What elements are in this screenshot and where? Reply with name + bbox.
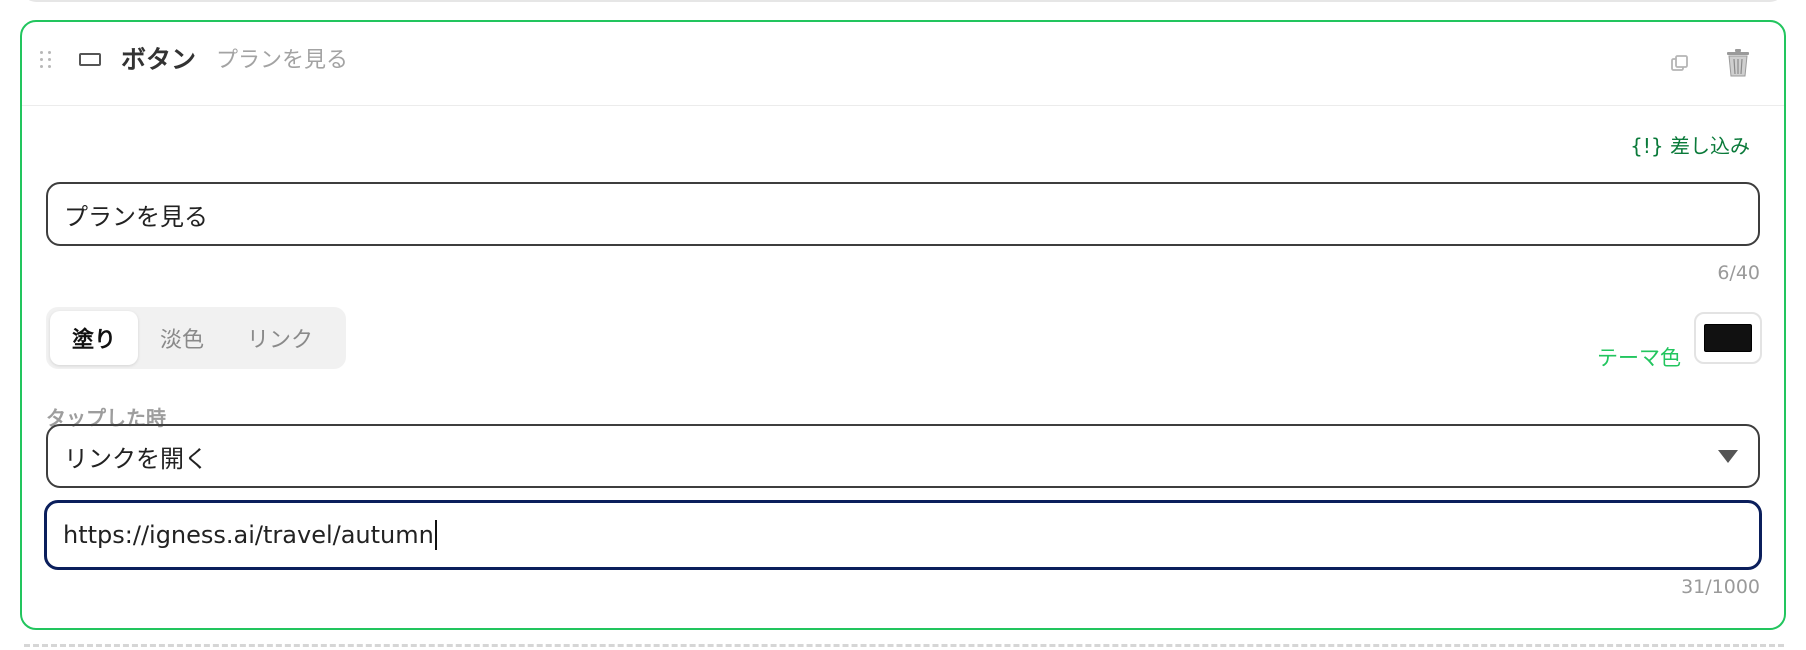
- button-block-card: ボタン プランを見る {!} 差し込み プランを見る 6/40 塗り 淡色 リン…: [20, 20, 1786, 630]
- button-text-counter: 6/40: [1717, 262, 1760, 284]
- segment-tint[interactable]: 淡色: [159, 328, 204, 353]
- url-input[interactable]: https://igness.ai/travel/autumn: [44, 500, 1762, 570]
- tap-action-select[interactable]: リンクを開く: [46, 424, 1760, 488]
- card-header: ボタン プランを見る: [22, 22, 1784, 106]
- button-shape-icon: [79, 53, 101, 66]
- button-text-input[interactable]: プランを見る: [46, 182, 1760, 246]
- url-value: https://igness.ai/travel/autumn: [63, 521, 434, 549]
- previous-card-edge: [22, 0, 1784, 2]
- block-subtitle: プランを見る: [216, 48, 349, 73]
- segment-link[interactable]: リンク: [246, 328, 313, 353]
- tap-action-label: タップした時: [46, 406, 166, 430]
- text-caret: [434, 520, 437, 550]
- next-card-edge: [24, 644, 1784, 647]
- segment-fill[interactable]: 塗り: [50, 311, 138, 365]
- theme-color-picker[interactable]: [1694, 312, 1762, 364]
- color-swatch: [1704, 324, 1752, 352]
- tap-action-value: リンクを開く: [64, 444, 208, 473]
- url-counter: 31/1000: [1681, 576, 1760, 598]
- button-style-segmented-control: 塗り 淡色 リンク: [46, 307, 346, 369]
- theme-color-label: テーマ色: [1597, 346, 1681, 370]
- insert-variable-link[interactable]: {!} 差し込み: [1630, 134, 1750, 158]
- chevron-down-icon: [1718, 450, 1738, 463]
- block-title: ボタン: [121, 45, 197, 74]
- drag-handle-icon[interactable]: [40, 51, 54, 69]
- trash-icon[interactable]: [1724, 48, 1752, 78]
- copy-icon[interactable]: [1669, 53, 1691, 75]
